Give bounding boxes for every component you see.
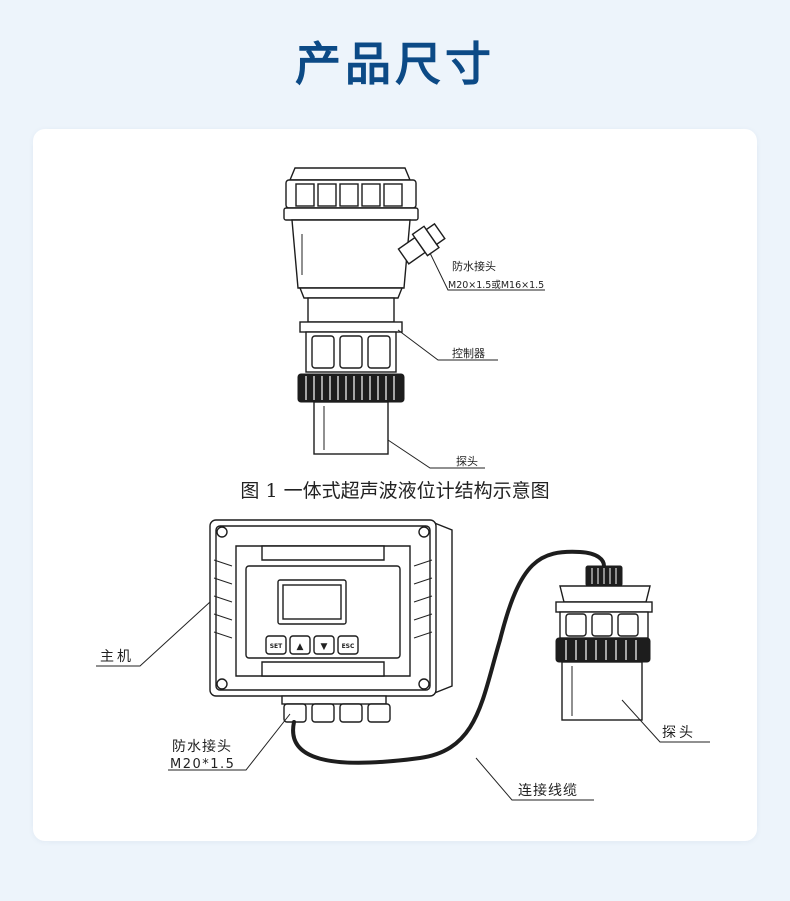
figure1-caption: 图 1 一体式超声波液位计结构示意图: [240, 480, 549, 502]
host-cable-glands: [281, 695, 391, 723]
fig2-probe-label: 探头: [662, 725, 696, 741]
host-label: 主机: [100, 649, 134, 665]
page-title: 产品尺寸: [295, 37, 495, 91]
fig2-thread-spec-label: M20*1.5: [170, 757, 235, 772]
remote-probe-drawing: [555, 565, 653, 721]
figure2-leader-lines: [96, 601, 710, 801]
fig1-probe-label: 探头: [456, 455, 478, 468]
figure1-leader-lines: [387, 252, 545, 469]
host-unit-drawing: [209, 519, 453, 697]
set-button[interactable]: [265, 635, 287, 655]
up-button-label: ▲: [297, 642, 304, 652]
up-button[interactable]: [289, 635, 311, 655]
down-button[interactable]: [313, 635, 335, 655]
fig2-waterproof-connector-label: 防水接头: [172, 738, 232, 755]
host-keypad: SET ▲ ▼ ESC: [265, 635, 359, 655]
esc-button[interactable]: [337, 635, 359, 655]
fig1-thread-spec-label: M20×1.5或M16×1.5: [448, 279, 544, 291]
connection-cable: [291, 549, 606, 765]
cable-label: 连接线缆: [518, 782, 578, 799]
esc-button-label: ESC: [342, 643, 355, 650]
down-button-label: ▼: [321, 642, 328, 652]
integrated-level-meter-drawing: [283, 167, 446, 455]
fig1-waterproof-connector-label: 防水接头: [452, 259, 496, 273]
fig1-controller-label: 控制器: [452, 346, 485, 360]
set-button-label: SET: [270, 643, 283, 650]
